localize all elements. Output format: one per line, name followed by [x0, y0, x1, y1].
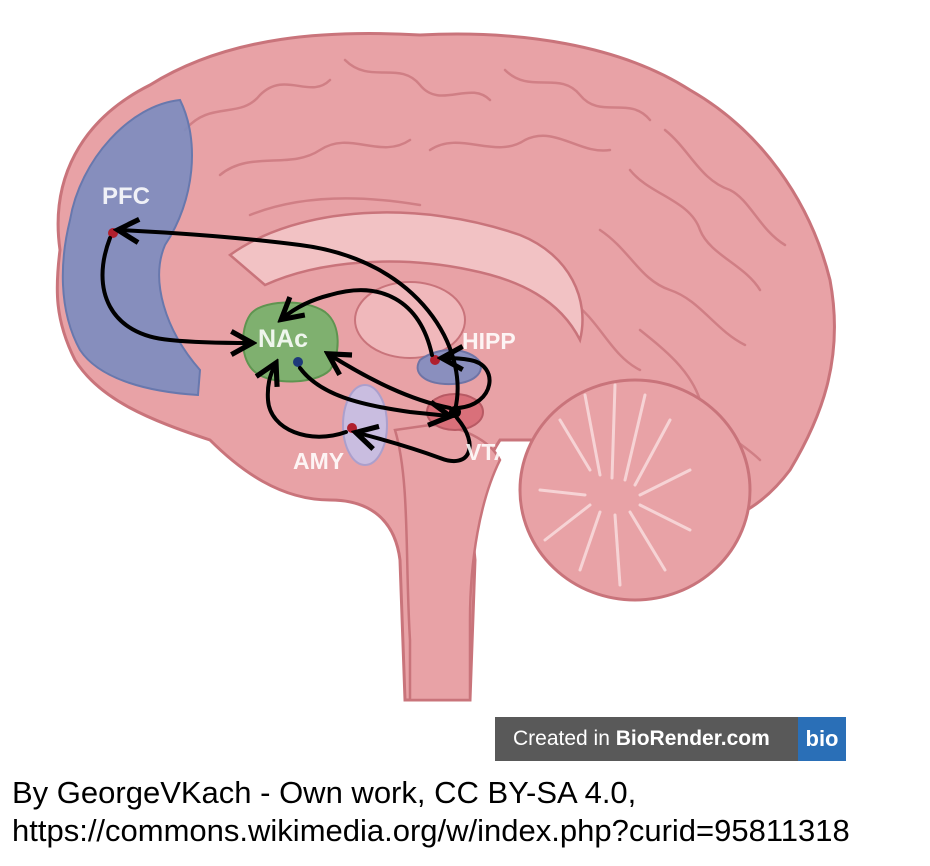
label-nac: NAc	[258, 325, 308, 353]
node-nac	[293, 357, 303, 367]
arrow-pfc-to-nac	[100, 236, 251, 343]
corpus-callosum	[227, 211, 584, 344]
cerebellum	[518, 378, 752, 602]
badge-brand: BioRender.com	[615, 727, 770, 750]
label-hipp: HIPP	[462, 328, 516, 354]
arrow-hipp-to-nac	[283, 288, 434, 357]
region-hipp	[416, 349, 482, 386]
node-amy	[347, 423, 357, 433]
arrow-vta-to-amy	[358, 416, 472, 464]
biorender-logo-icon: bio	[798, 717, 846, 761]
label-amy: AMY	[293, 448, 344, 474]
arrow-nac-to-vta	[298, 366, 448, 416]
label-pfc: PFC	[102, 183, 150, 210]
thalamus	[354, 281, 466, 359]
caption-line-2[interactable]: https://commons.wikimedia.org/w/index.ph…	[12, 813, 850, 848]
caption-line-1: By GeorgeVKach - Own work, CC BY-SA 4.0,	[12, 775, 637, 810]
arrow-vta-to-hipp	[444, 358, 492, 410]
badge-prefix: Created in	[513, 727, 616, 750]
brainstem	[393, 423, 502, 702]
label-vta: VTA	[466, 439, 510, 465]
badge-text: Created in BioRender.com	[495, 727, 770, 751]
biorender-badge[interactable]: Created in BioRender.com bio	[495, 717, 846, 761]
attribution-caption: By GeorgeVKach - Own work, CC BY-SA 4.0,…	[12, 774, 850, 850]
arrow-amy-to-nac	[268, 365, 348, 439]
region-pfc	[61, 98, 202, 397]
